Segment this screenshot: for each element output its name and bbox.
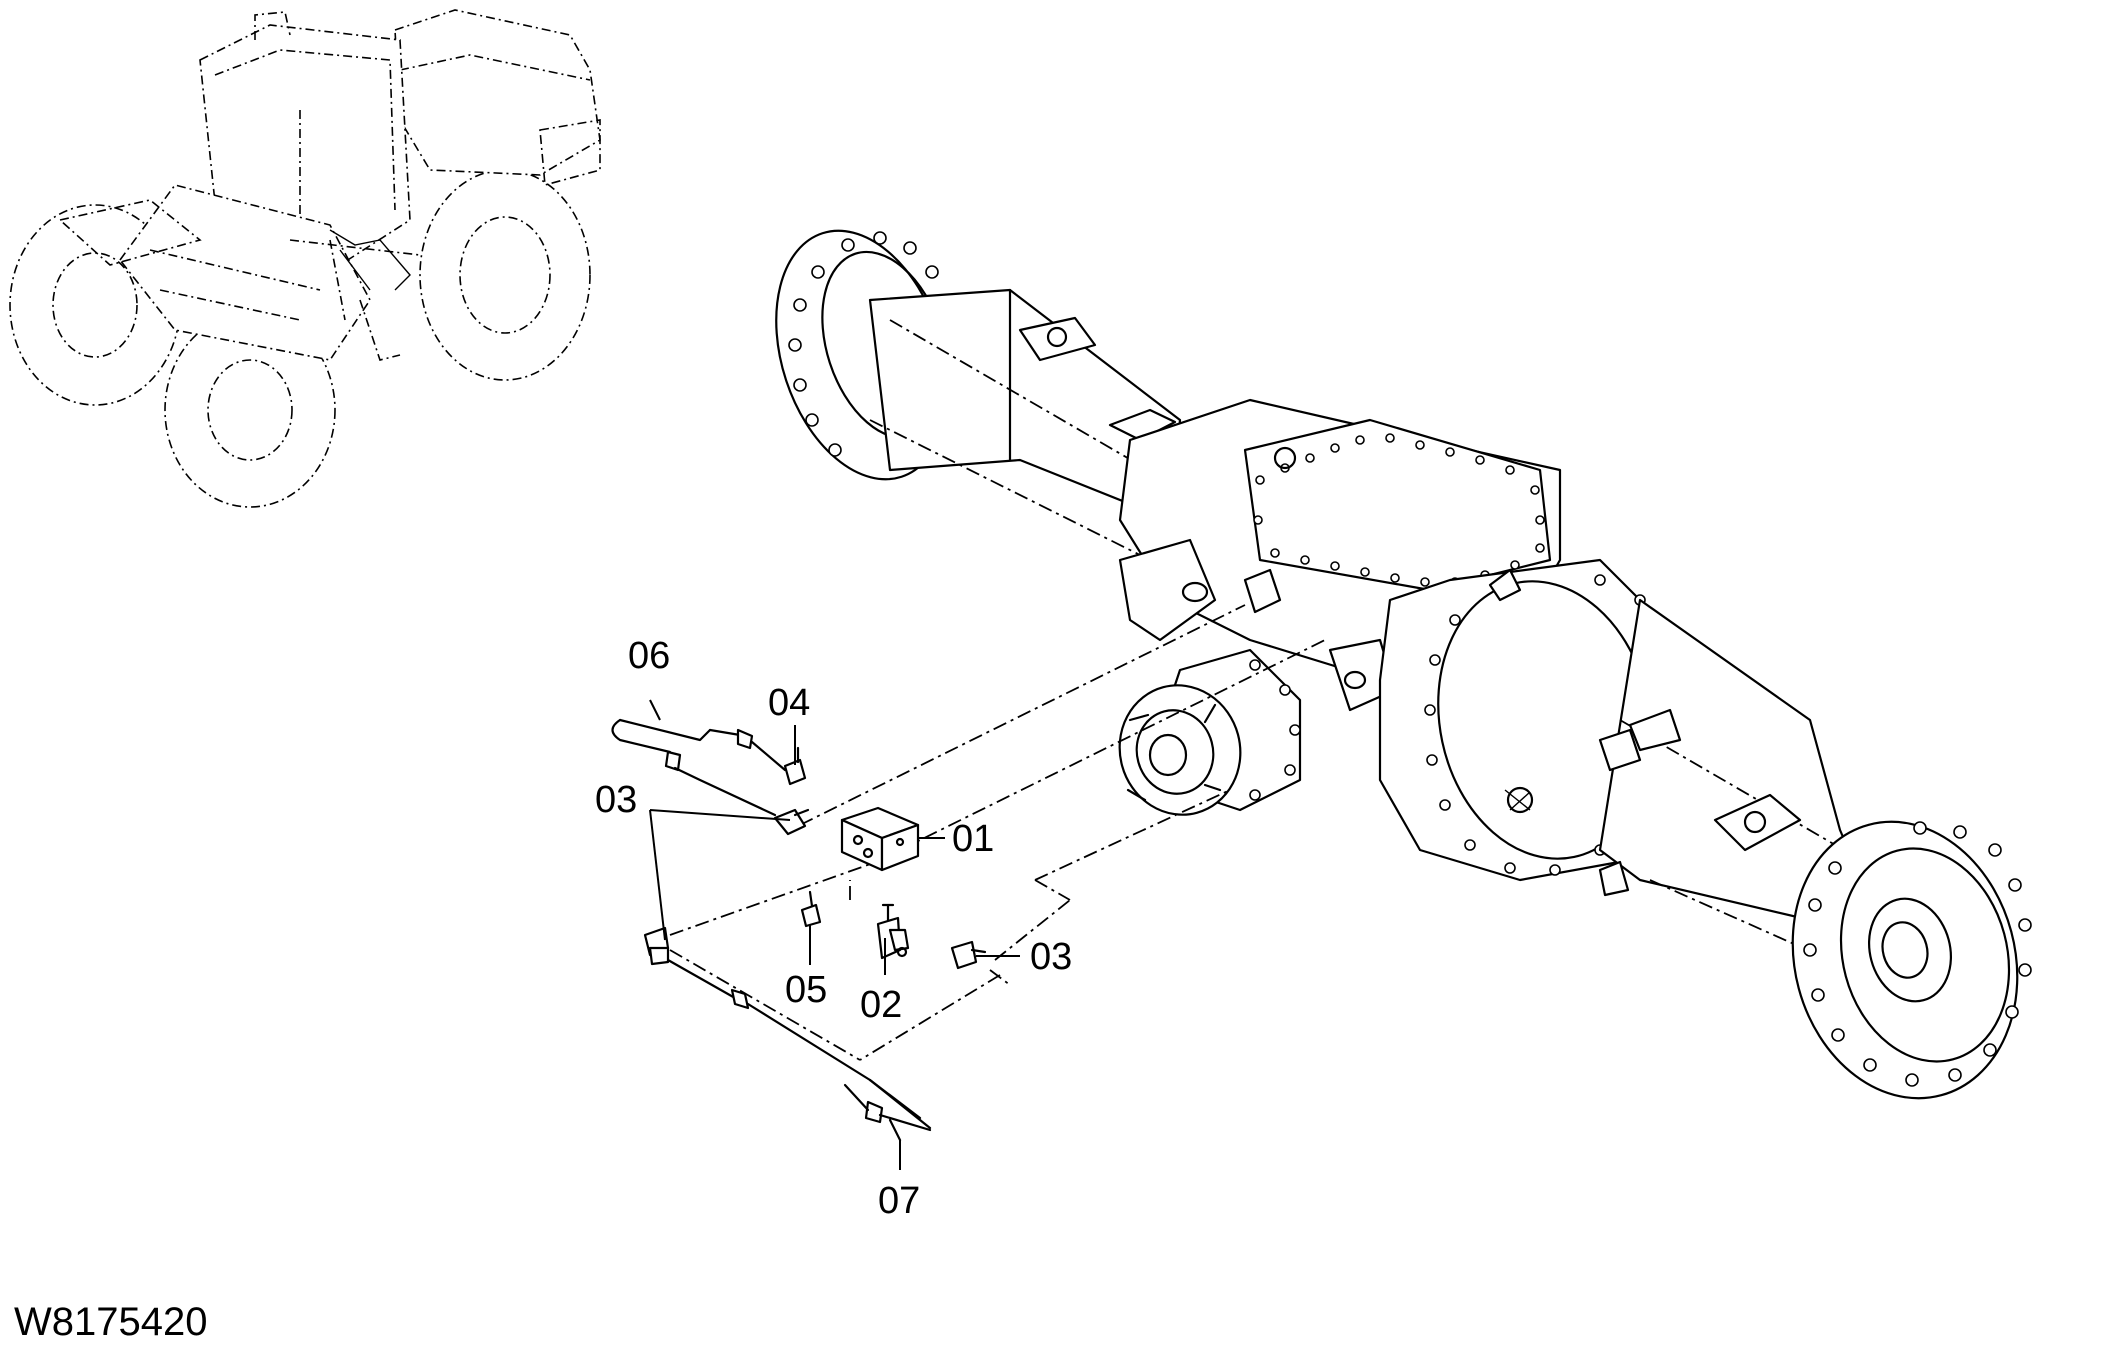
callout-03-right: 03 bbox=[1030, 936, 1072, 978]
part-02-valve bbox=[876, 903, 910, 960]
axle-assembly-drawing bbox=[775, 229, 2032, 1100]
part-03-fitting-lower bbox=[643, 926, 670, 966]
leader-lines bbox=[649, 699, 1020, 1170]
pinion-flange-bolts bbox=[1249, 659, 1301, 801]
callout-04: 04 bbox=[768, 682, 810, 724]
parts-group bbox=[611, 718, 987, 1142]
assembly-connection-lines bbox=[669, 604, 1326, 1061]
callout-05: 05 bbox=[785, 969, 827, 1011]
part-03-fitting-right bbox=[950, 940, 987, 970]
callout-07: 07 bbox=[878, 1180, 920, 1222]
callout-06: 06 bbox=[628, 635, 670, 677]
callout-02: 02 bbox=[860, 984, 902, 1026]
part-05-plug bbox=[800, 890, 822, 928]
callout-03-left: 03 bbox=[595, 779, 637, 821]
part-06-sensor-cable bbox=[611, 718, 787, 817]
figure-id: W8175420 bbox=[14, 1300, 207, 1344]
part-03-fitting-upper bbox=[773, 808, 810, 836]
callout-01: 01 bbox=[952, 818, 994, 860]
right-flange-bolt-holes bbox=[1803, 821, 2032, 1087]
loader-overview-drawing bbox=[9, 9, 601, 508]
part-01-block bbox=[840, 806, 920, 872]
part-07-sensor-cable bbox=[666, 958, 932, 1142]
